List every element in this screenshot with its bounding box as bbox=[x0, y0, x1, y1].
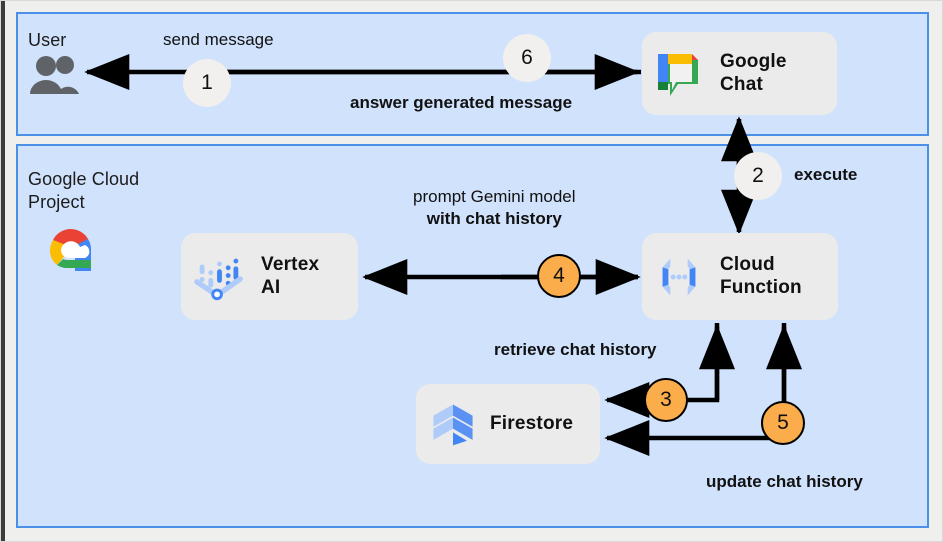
node-google-chat[interactable]: Google Chat bbox=[642, 32, 837, 115]
step-badge-5: 5 bbox=[761, 401, 805, 445]
node-google-chat-label: Google Chat bbox=[720, 51, 787, 95]
edge-label-prompt-line1: prompt Gemini model bbox=[413, 187, 576, 206]
edge-label-update-chat-history: update chat history bbox=[706, 472, 863, 491]
edge-label-send-message: send message bbox=[163, 30, 274, 49]
firestore-icon bbox=[426, 397, 480, 451]
panel-gcp-title: Google Cloud Project bbox=[28, 169, 140, 212]
vertex-ai-icon bbox=[191, 249, 247, 305]
edge-label-retrieve-chat-history: retrieve chat history bbox=[494, 340, 657, 359]
google-cloud-icon bbox=[38, 225, 104, 277]
step-badge-3: 3 bbox=[644, 378, 688, 422]
step-badge-2: 2 bbox=[734, 152, 782, 200]
node-cloud-function-label: Cloud Function bbox=[720, 254, 802, 298]
people-icon bbox=[25, 53, 83, 97]
edge-label-answer-generated-message: answer generated message bbox=[350, 93, 573, 112]
edge-label-prompt-line2: with chat history bbox=[426, 209, 562, 229]
panel-user-title: User bbox=[28, 30, 67, 50]
node-firestore-label: Firestore bbox=[490, 412, 574, 434]
step-badge-6: 6 bbox=[503, 34, 551, 82]
node-cloud-function[interactable]: Cloud Function bbox=[642, 233, 838, 320]
node-firestore[interactable]: Firestore bbox=[416, 384, 600, 464]
node-vertex-ai-label: Vertex AI bbox=[261, 254, 320, 298]
edge-label-execute: execute bbox=[794, 165, 858, 184]
google-chat-icon bbox=[650, 46, 706, 102]
edge-label-prompt-gemini: prompt Gemini model with chat history bbox=[413, 186, 576, 230]
cloud-function-icon bbox=[650, 248, 708, 306]
node-vertex-ai[interactable]: Vertex AI bbox=[181, 233, 358, 320]
step-badge-4: 4 bbox=[537, 254, 581, 298]
step-badge-1: 1 bbox=[183, 59, 231, 107]
